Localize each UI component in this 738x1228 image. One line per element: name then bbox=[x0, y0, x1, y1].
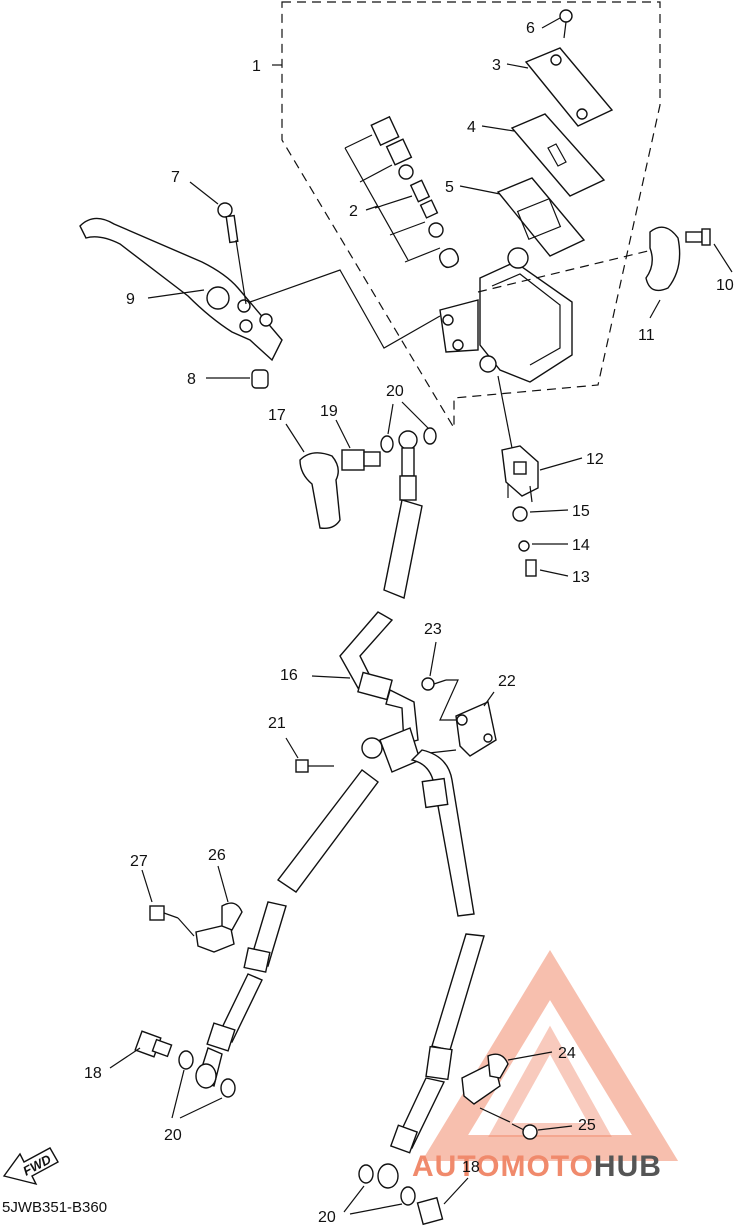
callout-21: 21 bbox=[268, 715, 286, 732]
part-brake-switch bbox=[497, 375, 583, 577]
part-brake-hose-upper bbox=[311, 430, 423, 745]
callout-11: 11 bbox=[638, 327, 655, 344]
watermark-inner-triangle-icon bbox=[488, 1025, 612, 1137]
callout-15: 15 bbox=[572, 503, 590, 520]
callout-4: 4 bbox=[467, 119, 476, 136]
part-union-bolt-left bbox=[109, 1030, 173, 1069]
callout-7: 7 bbox=[171, 169, 180, 186]
callout-25: 25 bbox=[578, 1117, 596, 1134]
part-copper-washers-left bbox=[171, 1050, 236, 1119]
callout-6: 6 bbox=[526, 20, 535, 37]
watermark-brand-hub: HUB bbox=[594, 1150, 662, 1183]
callout-2: 2 bbox=[349, 203, 358, 220]
part-bracket-bolt bbox=[421, 641, 459, 721]
callout-1: 1 bbox=[252, 58, 261, 75]
part-brake-lever bbox=[79, 217, 441, 362]
callout-labels: 1 2 3 4 5 6 7 8 9 10 11 12 13 14 15 16 1… bbox=[84, 20, 734, 1226]
part-brake-hose-right bbox=[377, 749, 485, 1189]
part-cylinder-kit bbox=[344, 115, 460, 269]
part-copper-washers-right bbox=[343, 1164, 416, 1215]
svg-text:AUTOMOTOHUB: AUTOMOTOHUB bbox=[412, 1150, 662, 1183]
part-clamp-bolt-left bbox=[141, 869, 195, 937]
callout-27: 27 bbox=[130, 853, 148, 870]
part-clamp-bolt-right bbox=[479, 1107, 573, 1140]
callout-24: 24 bbox=[558, 1045, 576, 1062]
watermark-brand-moto: MOTO bbox=[500, 1150, 593, 1183]
part-lever-pivot-bolt bbox=[189, 181, 247, 305]
callout-20-right: 20 bbox=[318, 1209, 336, 1226]
part-hose-joint bbox=[361, 727, 421, 773]
part-hose-clamp-right bbox=[461, 1051, 553, 1105]
callout-10: 10 bbox=[716, 277, 734, 294]
part-banjo-cover bbox=[285, 423, 341, 530]
part-diaphragm-plate bbox=[481, 113, 606, 197]
part-hose-clamp-left bbox=[195, 865, 243, 953]
callout-5: 5 bbox=[445, 179, 454, 196]
forward-direction-badge: FWD bbox=[2, 1147, 59, 1186]
callout-18-left: 18 bbox=[84, 1065, 102, 1082]
callout-18-right: 18 bbox=[462, 1159, 480, 1176]
diagram-code: 5JWB351-B360 bbox=[2, 1199, 107, 1216]
callout-8: 8 bbox=[187, 371, 196, 388]
callout-23: 23 bbox=[424, 621, 442, 638]
part-lever-nut bbox=[206, 369, 269, 389]
part-holder-clamp bbox=[477, 226, 681, 319]
forward-arrow-icon bbox=[2, 1147, 59, 1186]
callout-20-left: 20 bbox=[164, 1127, 182, 1144]
watermark-brand-auto: AUTO bbox=[412, 1150, 500, 1183]
part-hose-bracket bbox=[419, 691, 497, 757]
callout-22: 22 bbox=[498, 673, 516, 690]
part-brake-hose-left bbox=[195, 769, 379, 1089]
callout-13: 13 bbox=[572, 569, 590, 586]
callout-17: 17 bbox=[268, 407, 286, 424]
part-diaphragm bbox=[459, 177, 586, 257]
watermark-triangle-icon bbox=[421, 949, 679, 1161]
part-joint-bolt bbox=[285, 737, 334, 773]
callout-3: 3 bbox=[492, 57, 501, 74]
part-union-bolt-right bbox=[416, 1177, 469, 1226]
assembly-boundary bbox=[281, 1, 661, 431]
callout-14: 14 bbox=[572, 537, 590, 554]
callout-19: 19 bbox=[320, 403, 338, 420]
callout-26: 26 bbox=[208, 847, 226, 864]
part-cap-screw bbox=[541, 9, 573, 39]
part-master-cylinder-body bbox=[439, 247, 573, 383]
part-clamp-bolt bbox=[685, 228, 733, 273]
part-copper-washers-top bbox=[380, 401, 437, 453]
callout-20-top: 20 bbox=[386, 383, 404, 400]
callout-12: 12 bbox=[586, 451, 604, 468]
callout-16: 16 bbox=[280, 667, 298, 684]
part-union-bolt bbox=[335, 419, 381, 471]
part-reservoir-cap bbox=[506, 47, 614, 127]
callout-9: 9 bbox=[126, 291, 135, 308]
